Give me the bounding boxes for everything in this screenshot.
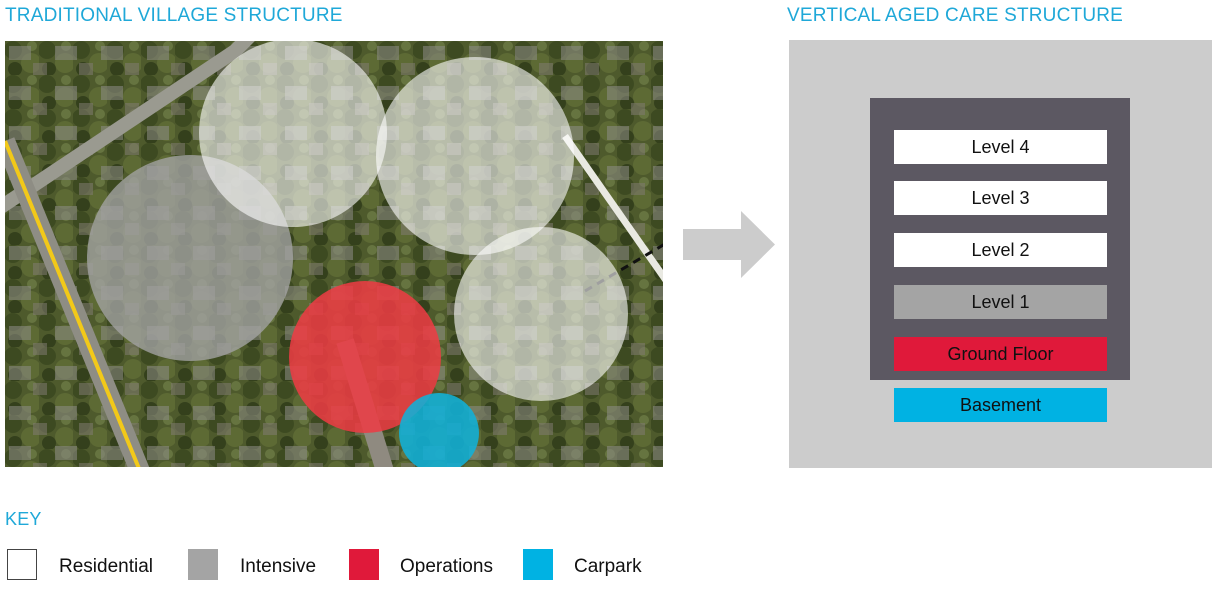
- residential-key-label: Residential: [59, 556, 153, 577]
- carpark-swatch: [523, 549, 553, 580]
- level-2-floor: Level 2: [894, 233, 1107, 267]
- basement-floor: Basement: [894, 388, 1107, 422]
- level-3-floor: Level 3: [894, 181, 1107, 215]
- level-4-floor: Level 4: [894, 130, 1107, 164]
- ground-floor: Ground Floor: [894, 337, 1107, 371]
- traditional-village-title: TRADITIONAL VILLAGE STRUCTURE: [5, 5, 343, 26]
- operations-key-label: Operations: [400, 556, 493, 577]
- carpark-key-label: Carpark: [574, 556, 642, 577]
- vertical-aged-care-title: VERTICAL AGED CARE STRUCTURE: [787, 5, 1124, 26]
- residential-swatch: [7, 549, 37, 580]
- intensive-swatch: [188, 549, 218, 580]
- operations-swatch: [349, 549, 379, 580]
- carpark-zone-circle: [399, 393, 479, 467]
- transition-arrow-icon: [683, 211, 775, 283]
- intensive-key-label: Intensive: [240, 556, 317, 577]
- aerial-village-map: [5, 41, 663, 467]
- operations-zone-circle: [289, 281, 441, 433]
- key-title: KEY: [5, 509, 42, 529]
- residential-zone-circle: [199, 41, 387, 227]
- residential-zone-circle: [454, 227, 628, 401]
- level-1-floor: Level 1: [894, 285, 1107, 319]
- residential-zone-circle: [376, 57, 574, 255]
